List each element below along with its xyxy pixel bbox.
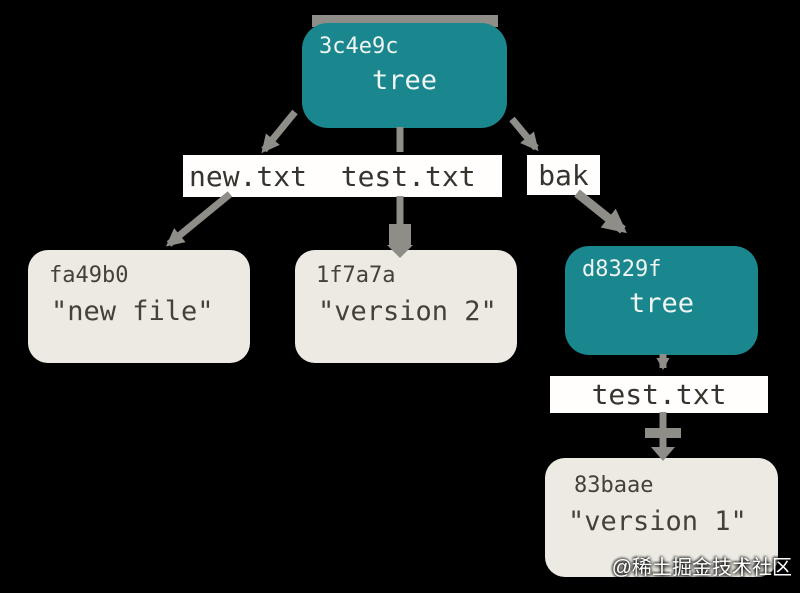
blob-node-version-1: 83baae "version 1" [545, 458, 778, 577]
subtree-node: d8329f tree [565, 246, 758, 355]
juejin-watermark: @稀土掘金技术社区 [611, 557, 792, 579]
arrow-files-label-to-blob-new [165, 191, 233, 247]
edge-label-test: test.txt [550, 376, 768, 413]
blob-node-version-2: 1f7a7a "version 2" [295, 250, 517, 363]
arrow-bak-label-to-subtree [574, 189, 627, 234]
arrow-blob-v2-head-tip [387, 245, 413, 258]
root-tree-label: tree [371, 65, 438, 97]
subtree-hash: d8329f [582, 257, 662, 282]
blob-node-new-file: fa49b0 "new file" [28, 250, 250, 363]
blob-version-1-hash: 83baae [574, 473, 654, 498]
arrow-blob-v1-head-tip [651, 447, 675, 461]
blob-version-2-hash: 1f7a7a [316, 263, 396, 288]
blob-new-file-content: "new file" [51, 296, 214, 328]
root-tree-node: 3c4e9c tree [302, 23, 507, 128]
edge-label-bak: bak [527, 155, 600, 195]
blob-new-file-hash: fa49b0 [49, 263, 129, 288]
edge-label-files: new.txt test.txt [183, 155, 502, 197]
arrow-root-to-files-label [261, 109, 298, 154]
arrow-blob-v2-head-block [389, 224, 411, 246]
arrow-root-to-bak-label [509, 116, 539, 152]
arrow-blob-v1-crossbar [645, 428, 681, 438]
blob-version-1-content: "version 1" [568, 506, 747, 538]
root-tree-hash: 3c4e9c [319, 34, 399, 59]
subtree-label: tree [628, 288, 695, 320]
blob-version-2-content: "version 2" [318, 296, 497, 328]
